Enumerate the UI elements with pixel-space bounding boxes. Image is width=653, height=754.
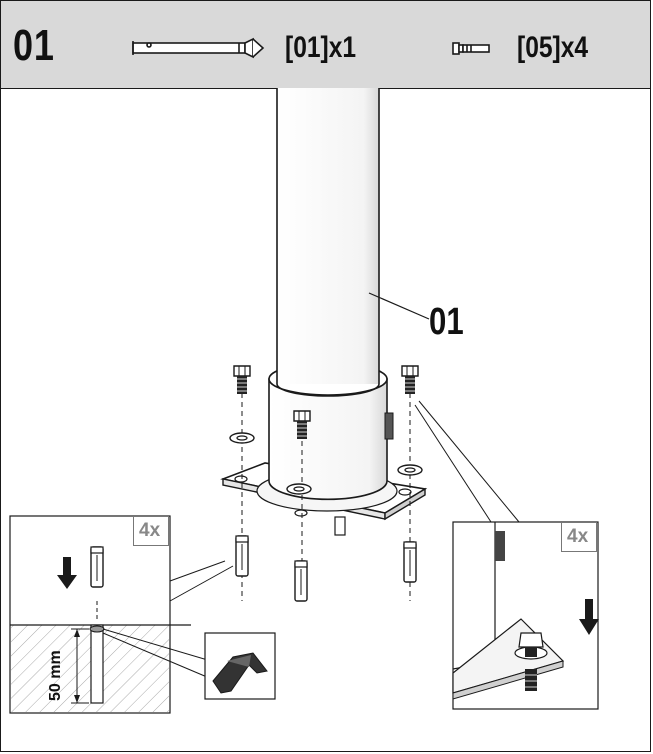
pole-icon — [132, 37, 265, 59]
down-arrow-icon — [57, 557, 77, 589]
step-header: 01 [01]x1 [05]x4 — [1, 1, 650, 89]
badge-label: 4x — [567, 526, 589, 547]
part-01-quantity: [01]x1 — [285, 31, 357, 64]
down-arrow-icon — [579, 599, 599, 635]
left-detail-panel — [9, 515, 234, 714]
quantity-badge-right: 4x — [561, 522, 597, 552]
step-number: 01 — [13, 21, 55, 70]
drill-depth-label: 50 mm — [47, 650, 64, 701]
assembly-drawing — [9, 88, 599, 714]
part-number-callout: 01 — [429, 301, 464, 343]
drill-detail-inset — [204, 632, 276, 700]
anchor-bolt-icon — [452, 42, 490, 55]
quantity-badge-left: 4x — [133, 516, 169, 546]
badge-label: 4x — [139, 520, 161, 541]
pole — [276, 88, 430, 397]
part-05-quantity: [05]x4 — [517, 31, 589, 64]
right-detail-panel — [414, 400, 599, 710]
